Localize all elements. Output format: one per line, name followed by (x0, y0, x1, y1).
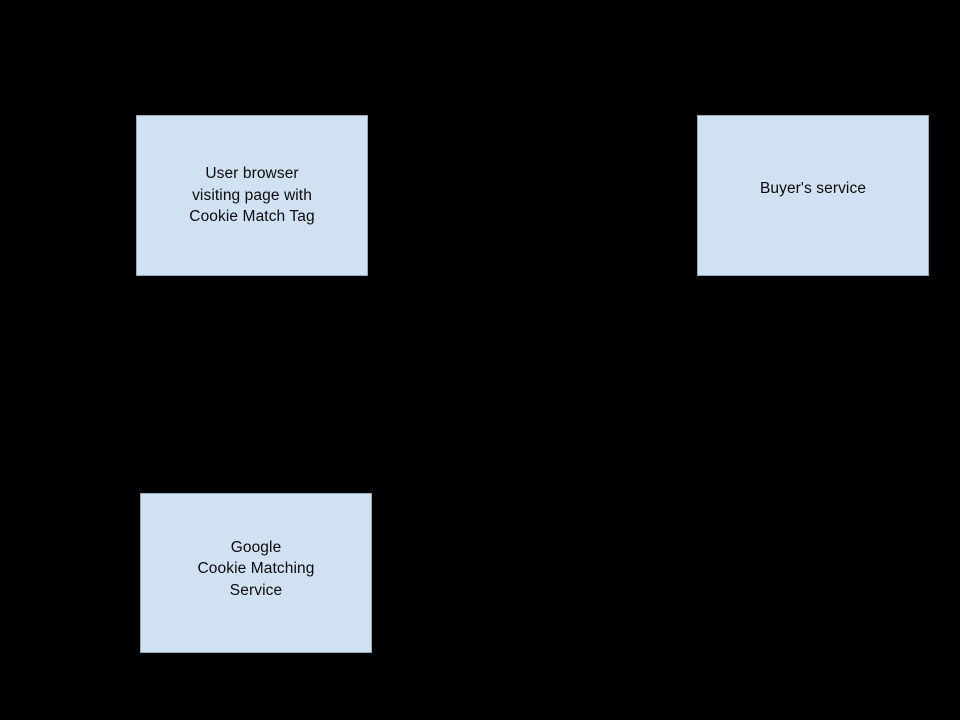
node-user-browser-label: User browser visiting page with Cookie M… (189, 165, 315, 226)
node-user-browser[interactable]: User browser visiting page with Cookie M… (136, 115, 368, 276)
node-google-cookie-matching-service[interactable]: Google Cookie Matching Service (140, 493, 372, 653)
node-buyers-service-label: Buyer's service (759, 179, 867, 197)
node-google-cookie-matching-service-label: Google Cookie Matching Service (197, 538, 315, 599)
node-buyers-service[interactable]: Buyer's service (697, 115, 929, 276)
